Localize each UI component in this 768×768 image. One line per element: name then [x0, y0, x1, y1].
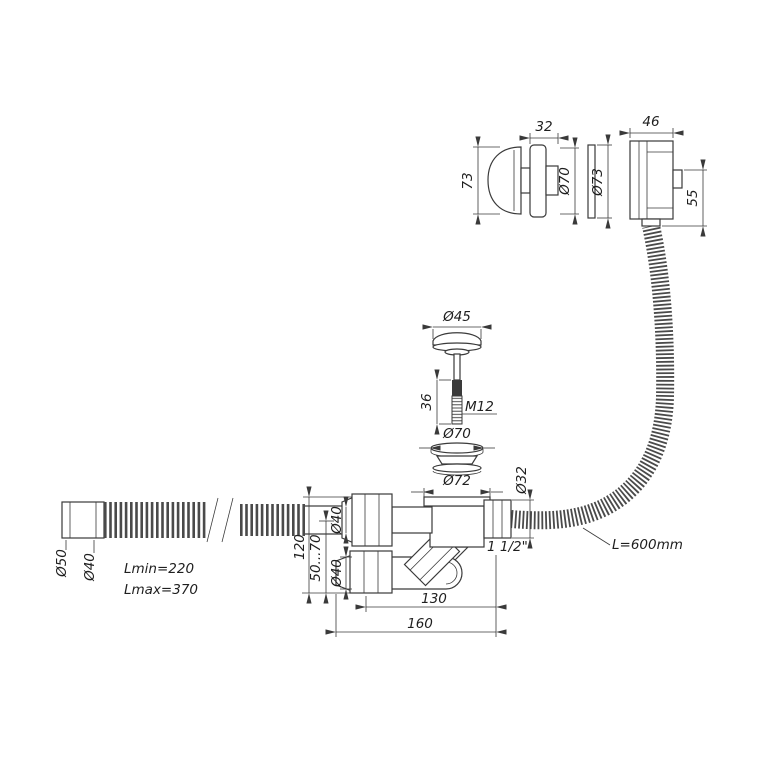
dim-label-55: 55: [685, 189, 701, 206]
length-min-label: Lmin=220: [124, 561, 194, 577]
dim-label-dia40-trap: Ø40: [329, 559, 345, 588]
dim-label-120: 120: [292, 534, 308, 560]
overflow-hose: [510, 224, 675, 530]
dim-label-dia70-washer: Ø70: [442, 426, 471, 442]
thread-label-m12: M12: [465, 399, 494, 415]
dim-label-dia50: Ø50: [54, 549, 70, 578]
dim-label-dia40-outlet: Ø40: [82, 553, 98, 582]
dim-label-130: 130: [421, 591, 447, 607]
dim-label-32: 32: [535, 119, 552, 135]
dim-label-dia32: Ø32: [514, 466, 530, 495]
outlet-pipe: [61, 497, 306, 543]
hose-length-label: L=600mm: [612, 537, 683, 553]
dim-label-73: 73: [460, 172, 476, 189]
dim-label-dia40-inlet: Ø40: [329, 506, 345, 535]
dimensions: 32 46 73 Ø70 Ø73 55 Ø45 36: [54, 114, 707, 637]
dim-label-46: 46: [642, 114, 659, 130]
dim-label-dia45: Ø45: [442, 309, 471, 325]
dim-label-36: 36: [419, 393, 435, 410]
dim-label-dia70-cover: Ø70: [557, 167, 573, 196]
drain-plug-assembly: [430, 332, 484, 476]
overflow-assembly: [487, 140, 683, 227]
dim-label-dia73: Ø73: [590, 168, 606, 197]
length-max-label: Lmax=370: [124, 582, 198, 598]
dim-label-160: 160: [407, 616, 433, 632]
dim-label-50-70: 50...70: [308, 534, 324, 581]
thread-label-1-1-2: 1 1/2": [487, 539, 528, 555]
dim-label-dia72: Ø72: [442, 473, 471, 489]
